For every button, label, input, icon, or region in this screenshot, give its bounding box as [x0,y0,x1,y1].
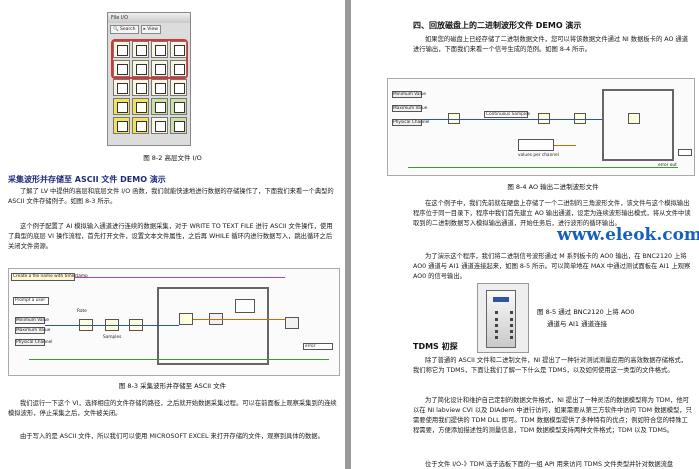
read-text-icon[interactable] [132,79,149,96]
ao-create-node [448,113,460,124]
close-file-node [285,317,299,329]
left-paragraph-3: 我们运行一下这个 VI，选择相应的文件存储的路径，之后就开始数据采集过程。可以在… [8,400,337,417]
watermark: www.eleok.com [557,225,699,245]
right-label-channel: Physical Channel [393,120,430,125]
left-paragraph-2: 这个例子配置了 AI 模拟输入通道进行连续的数据采集，对于 WRITE TO T… [8,223,333,250]
figure-8-4-caption: 图 8-4 AO 输出二进制波形文件 [507,183,599,191]
file-constants-icon[interactable] [113,98,130,115]
write-binary-icon[interactable] [151,79,168,96]
read-binary-node [518,139,554,151]
write-text-icon[interactable] [113,79,130,96]
figure-8-2-caption: 图 8-2 高层文件 I/O [143,154,202,162]
diagram-label-error: error [305,344,316,349]
file-wire [75,277,285,278]
right-label-min: Minimum Value [393,92,427,97]
right-paragraph-3: 为了演示这个程序，我们将二进制信号波形通过 M 系列板卡的 AO0 输出，在 B… [413,253,691,280]
palette-toolbar: 🔍 Search ▸ View [110,25,188,35]
right-label-values: values per channel [518,153,559,158]
task-wire [45,325,179,326]
adv-file-icon[interactable] [151,98,168,115]
tdms-title: TDMS 初探 [413,342,458,351]
left-paragraph-4: 由于写入的是 ASCII 文件，所以我们可以使用 MICROSOFT EXCEL… [20,433,324,440]
ao-wait-node [628,113,640,124]
close-file-icon[interactable] [132,60,149,77]
left-page: File I/O 🔍 Search ▸ View [0,0,345,469]
right-section-title: 四、回放磁盘上的二进制波形文件 DEMO 演示 [413,21,582,30]
diagram-label-min: Minimum Value [16,318,50,323]
right-paragraph-2: 在这个例子中，我们先前就在硬盘上存储了一个二进制的三角波形文件，该文件与这个模拟… [413,200,691,227]
page-gutter [345,0,351,469]
right-max-node [392,105,422,112]
zip-icon[interactable] [113,117,130,134]
daq-read-node [179,313,193,325]
right-error-out-node [678,149,692,156]
xml-icon[interactable] [132,117,149,134]
storage-icon[interactable] [170,98,187,115]
diagram-label-max: Maximum Value [16,328,51,333]
config-file-icon[interactable] [151,117,168,134]
figure-8-5-caption-line-1: 图 8-5 通过 BNC2120 上将 AO0 [537,308,635,316]
palette-search-button[interactable]: 🔍 Search [110,25,139,34]
waveform-file-icon[interactable] [170,117,187,134]
ao-timing-node [538,113,550,124]
continuous-samples-node [484,111,528,118]
right-data-wire [554,145,576,146]
right-paragraph-4: 除了普通的 ASCII 文件和二进制文件，NI 提出了一种针对测试测量应用的高效… [413,357,687,374]
write-spreadsheet-icon[interactable] [113,41,130,58]
palette-icon-grid [113,41,187,134]
ao-write-node [574,113,586,124]
error-out-node [303,343,333,350]
physical-channel-node [15,339,45,346]
waveform-chart-node [235,299,255,313]
max-value-node [15,327,45,334]
error-wire [29,359,329,360]
right-label-error: error out [658,163,677,168]
palette-highlight [111,39,188,79]
left-paragraph-1: 了解了 LV 中提供的高层和底层文件 I/O 函数，我们就能快速地进行数据的存储… [8,188,334,205]
file-path-icon[interactable] [151,60,168,77]
data-wire [193,319,285,320]
figure-8-3-caption: 图 8-3 采集波形并存储至 ASCII 文件 [118,382,227,390]
read-measurement-icon[interactable] [170,41,187,58]
diagram-label-timestamp: Create a file name with timestamp [13,274,88,279]
palette-title: File I/O [108,13,190,23]
read-spreadsheet-icon[interactable] [132,41,149,58]
read-binary-icon[interactable] [170,79,187,96]
right-min-node [392,91,422,98]
right-page: 四、回放磁盘上的二进制波形文件 DEMO 演示 如果您的磁盘上已经存储了二进制数… [351,0,699,469]
timestamp-file-node [11,273,75,281]
right-paragraph-1: 如果您的磁盘上已经存储了二进制数据文件，您可以将该数据文件通过 NI 数据板卡的… [413,36,689,53]
prompt-node [13,297,49,305]
open-file-icon[interactable] [113,60,130,77]
diagram-label-samples: Samples [103,335,122,340]
right-label-continuous: Continuous Samples [486,112,530,117]
figure-8-3-block-diagram: Create a file name with timestamp Prompt… [8,268,340,376]
write-measurement-icon[interactable] [151,41,168,58]
diagram-label-rate: Rate [77,309,87,314]
while-loop [157,287,269,365]
right-paragraph-5: 为了简化设计和维护自己定制的数据文件格式，NI 提出了一种灵活的数据模型称为 T… [413,397,692,434]
right-channel-node [392,119,422,126]
right-label-max: Maximum Value [393,106,428,111]
figure-8-4-block-diagram: Minimum Value Maximum Value Physical Cha… [387,78,695,176]
right-while-loop [602,89,674,161]
min-value-node [15,317,45,324]
diagram-label-channel: Physical Channel [16,340,53,345]
right-task-wire [422,119,602,120]
tdm-streaming-icon[interactable] [132,98,149,115]
bnc2120-device [486,290,516,348]
diagram-label-prompt: Prompt a user [15,298,46,303]
figure-8-5-caption-line-2: 通道与 AI1 通道连接 [547,320,608,328]
right-paragraph-6: 位于文件 I/O-》TDM 选子选板下面的一组 API 用来访问 TDMS 文件… [425,461,674,468]
left-section-title: 采集波形并存储至 ASCII 文件 DEMO 演示 [8,175,166,184]
palette-view-button[interactable]: ▸ View [140,25,161,34]
file-io-palette: File I/O 🔍 Search ▸ View [107,12,191,146]
right-error-wire [408,167,678,168]
bnc2120-photo [477,283,529,353]
file-error-icon[interactable] [170,60,187,77]
